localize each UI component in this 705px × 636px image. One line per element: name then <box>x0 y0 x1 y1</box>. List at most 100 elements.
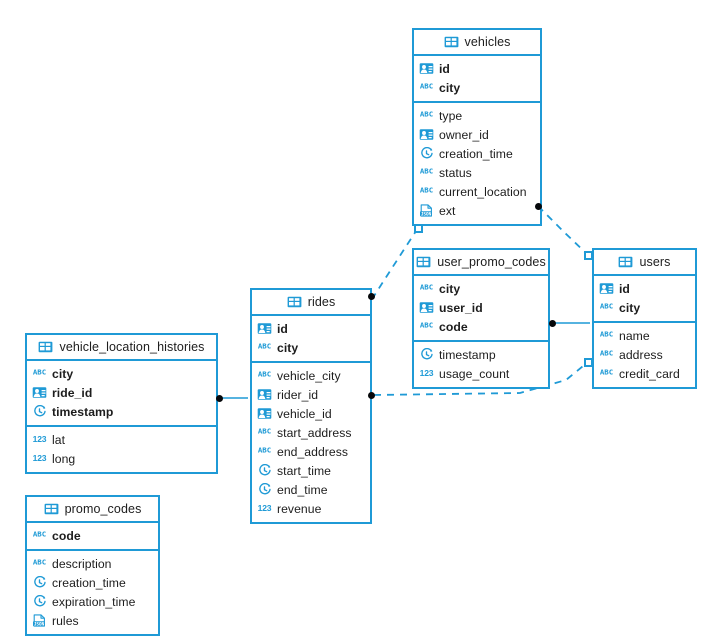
table-header-vehicles[interactable]: vehicles <box>414 30 540 56</box>
column-row[interactable]: start_time <box>252 461 370 480</box>
primary-key-row[interactable]: ride_id <box>27 383 216 402</box>
column-row[interactable]: vehicle_id <box>252 404 370 423</box>
table-icon <box>444 36 459 48</box>
svg-text:ABC: ABC <box>600 348 613 357</box>
column-name: id <box>277 321 288 336</box>
primary-key-row[interactable]: id <box>594 279 695 298</box>
123-number-icon: 123 <box>32 453 47 463</box>
column-row[interactable]: ABC address <box>594 345 695 364</box>
table-header-promo_codes[interactable]: promo_codes <box>27 497 158 523</box>
table-title: vehicle_location_histories <box>59 340 205 354</box>
column-name: revenue <box>277 501 322 516</box>
abc-string-icon: ABC <box>419 185 434 198</box>
abc-string-icon: ABC <box>419 282 434 295</box>
primary-key-row[interactable]: ABC city <box>252 338 370 357</box>
column-name: code <box>439 319 468 334</box>
123-number-icon: 123 <box>32 434 47 444</box>
id-card-icon <box>257 407 272 420</box>
column-section: timestamp 123 usage_count <box>414 342 548 387</box>
relationship-endpoint-dot <box>549 320 556 327</box>
table-header-rides[interactable]: rides <box>252 290 370 316</box>
column-name: start_address <box>277 425 352 440</box>
column-name: address <box>619 347 663 362</box>
column-row[interactable]: creation_time <box>27 573 158 592</box>
clock-icon <box>257 464 272 477</box>
table-header-vehicle_location_histories[interactable]: vehicle_location_histories <box>27 335 216 361</box>
column-row[interactable]: timestamp <box>414 345 548 364</box>
id-card-icon <box>599 282 614 295</box>
column-row[interactable]: rider_id <box>252 385 370 404</box>
table-title: user_promo_codes <box>437 255 546 269</box>
primary-key-row[interactable]: ABC code <box>414 317 548 336</box>
table-header-user_promo_codes[interactable]: user_promo_codes <box>414 250 548 276</box>
column-name: city <box>277 340 299 355</box>
123-number-icon: 123 <box>419 368 434 378</box>
relationship-endpoint-square <box>414 224 423 233</box>
column-row[interactable]: end_time <box>252 480 370 499</box>
column-name: code <box>52 528 81 543</box>
clock-icon <box>32 595 47 608</box>
column-name: start_time <box>277 463 332 478</box>
primary-key-row[interactable]: user_id <box>414 298 548 317</box>
svg-text:JSON: JSON <box>34 622 45 628</box>
abc-string-icon: ABC <box>257 341 272 354</box>
column-row[interactable]: 123 usage_count <box>414 364 548 383</box>
table-title: users <box>639 255 671 269</box>
column-name: owner_id <box>439 127 489 142</box>
clock-icon <box>419 348 434 361</box>
column-name: long <box>52 451 76 466</box>
svg-text:JSON: JSON <box>421 212 432 218</box>
primary-key-row[interactable]: id <box>252 319 370 338</box>
svg-text:ABC: ABC <box>420 166 433 175</box>
123-number-icon: 123 <box>257 503 272 513</box>
column-row[interactable]: 123 revenue <box>252 499 370 518</box>
column-name: city <box>52 366 74 381</box>
primary-key-row[interactable]: timestamp <box>27 402 216 421</box>
column-name: user_id <box>439 300 483 315</box>
column-row[interactable]: owner_id <box>414 125 540 144</box>
primary-key-row[interactable]: id <box>414 59 540 78</box>
clock-icon <box>257 483 272 496</box>
column-name: usage_count <box>439 366 510 381</box>
clock-icon <box>32 405 47 418</box>
column-name: credit_card <box>619 366 680 381</box>
column-row[interactable]: expiration_time <box>27 592 158 611</box>
table-title: rides <box>307 295 336 309</box>
clock-icon <box>32 576 47 589</box>
table-header-users[interactable]: users <box>594 250 695 276</box>
table-icon <box>618 256 633 268</box>
svg-text:ABC: ABC <box>420 320 433 329</box>
column-row[interactable]: 123 long <box>27 449 216 468</box>
column-row[interactable]: creation_time <box>414 144 540 163</box>
abc-string-icon: ABC <box>599 348 614 361</box>
svg-text:ABC: ABC <box>420 282 433 291</box>
abc-string-icon: ABC <box>419 81 434 94</box>
